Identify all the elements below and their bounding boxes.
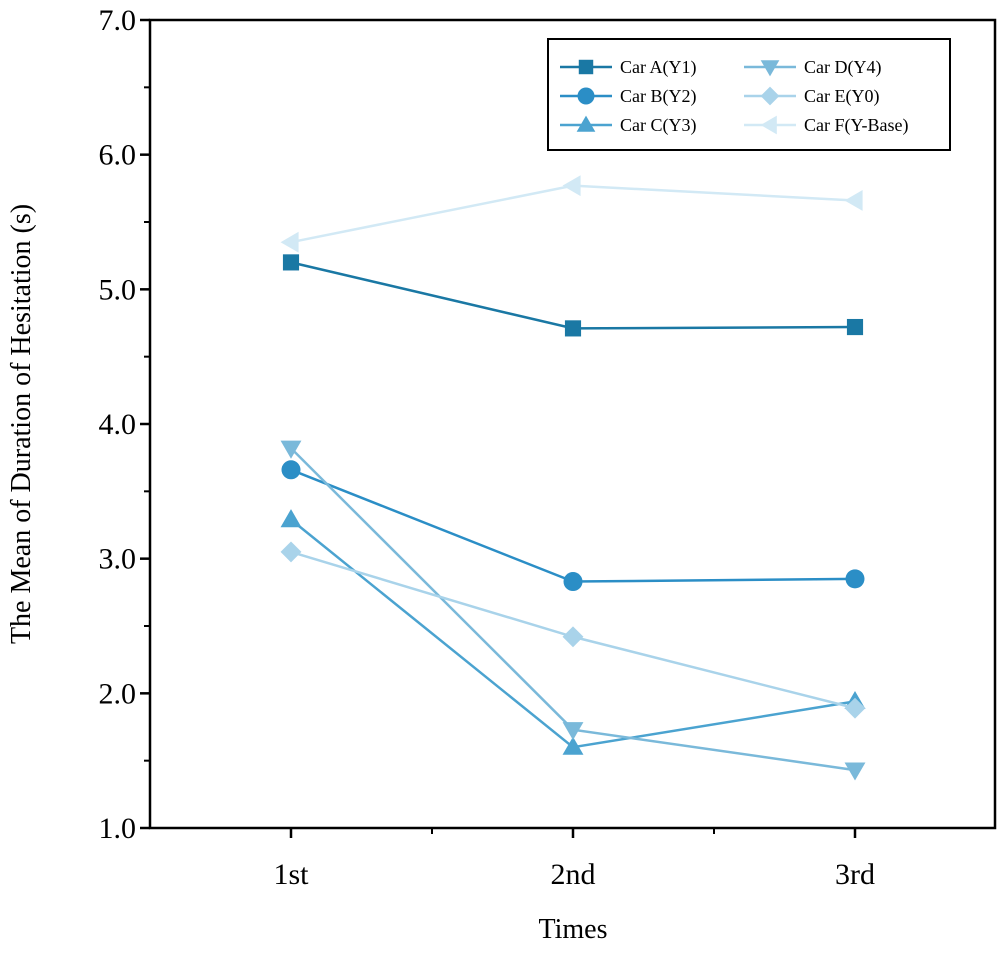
legend-marker <box>760 60 780 77</box>
series-line <box>290 261 856 330</box>
legend-marker <box>576 115 596 132</box>
legend-label: Car F(Y-Base) <box>804 115 908 136</box>
data-point <box>280 541 302 563</box>
series-4 <box>280 440 866 781</box>
x-axis-title: Times <box>538 914 607 945</box>
data-point <box>844 762 866 781</box>
x-tick-label: 2nd <box>551 858 596 891</box>
legend-marker <box>578 59 594 75</box>
series-1 <box>282 254 864 337</box>
data-point <box>280 509 302 528</box>
series-line <box>290 184 856 244</box>
data-point <box>844 190 863 211</box>
data-point <box>562 175 581 197</box>
series-6 <box>280 175 863 253</box>
legend-label: Car D(Y4) <box>804 57 881 78</box>
legend-item: Car E(Y0) <box>744 86 879 107</box>
x-tick-label: 1st <box>273 858 309 891</box>
series-5 <box>280 541 866 719</box>
legend-box <box>547 38 951 151</box>
legend-marker <box>760 115 777 135</box>
series-2 <box>281 460 865 592</box>
data-point <box>845 569 865 589</box>
data-point <box>846 318 864 336</box>
y-tick-label: 3.0 <box>99 543 137 576</box>
legend-item: Car F(Y-Base) <box>744 115 908 136</box>
legend-label: Car B(Y2) <box>620 86 696 107</box>
legend-marker <box>577 87 595 105</box>
y-tick-label: 7.0 <box>99 4 137 37</box>
legend: Car A(Y1) Car B(Y2) Car C(Y3) Car D(Y4) Car … <box>547 38 951 151</box>
axes: 1.0 2.0 3.0 4.0 5.0 6.0 7.0 1st 2nd 3rd <box>99 4 997 891</box>
data-point <box>282 254 300 271</box>
data-point <box>280 231 299 253</box>
legend-item: Car B(Y2) <box>560 86 696 107</box>
data-point <box>562 736 584 755</box>
data-point <box>562 722 584 741</box>
series-line <box>290 447 856 772</box>
legend-item: Car C(Y3) <box>560 115 696 136</box>
y-axis-title: The Mean of Duration of Hesitation (s) <box>6 204 37 644</box>
y-tick-label: 4.0 <box>99 408 137 441</box>
series-layer <box>280 175 866 781</box>
legend-label: Car E(Y0) <box>804 86 879 107</box>
y-tick-label: 2.0 <box>99 677 137 710</box>
data-point <box>281 460 301 480</box>
y-tick-label: 1.0 <box>99 812 137 845</box>
legend-item: Car D(Y4) <box>744 57 881 78</box>
legend-label: Car C(Y3) <box>620 115 696 136</box>
legend-label: Car A(Y1) <box>620 57 696 78</box>
y-tick-label: 5.0 <box>99 273 137 306</box>
data-point <box>844 697 866 719</box>
series-line <box>290 468 856 583</box>
data-point <box>563 572 583 592</box>
legend-item: Car A(Y1) <box>560 57 696 78</box>
data-point <box>564 320 582 337</box>
legend-marker <box>760 86 780 106</box>
x-tick-label: 3rd <box>835 858 875 891</box>
data-point <box>280 440 302 459</box>
y-tick-label: 6.0 <box>99 139 137 172</box>
data-point <box>562 626 584 648</box>
